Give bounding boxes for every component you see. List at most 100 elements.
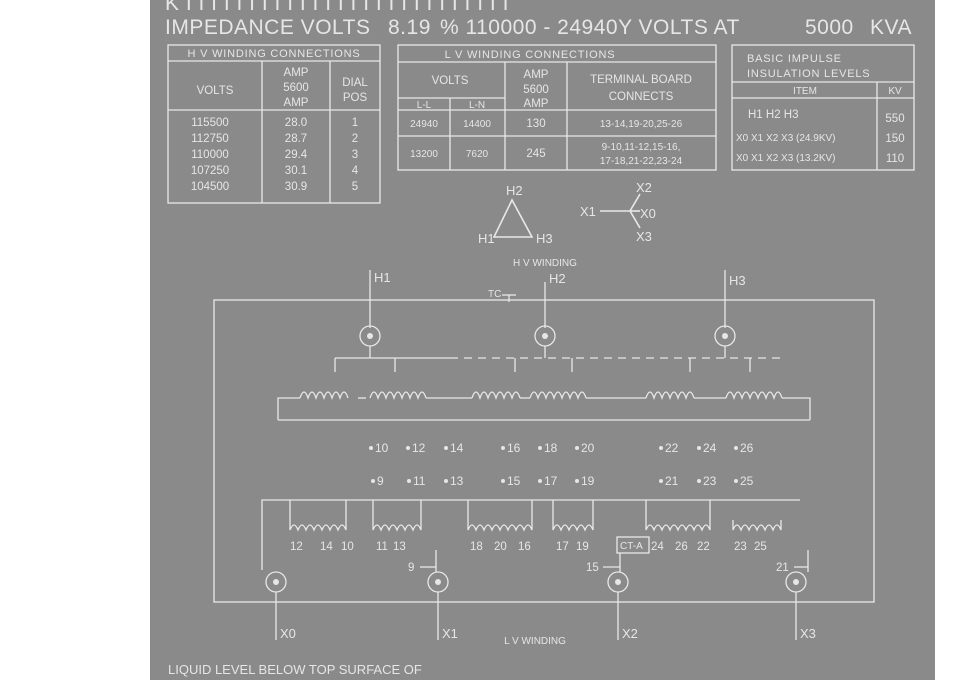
header-impedance-label: IMPEDANCE VOLTS [165,16,370,39]
lv-row-connects: 9-10,11-12,15-16, [602,142,681,153]
terminal-21: 21 [665,474,679,488]
terminal-13: 13 [450,474,464,488]
bil-table: BASIC IMPULSE INSULATION LEVELS ITEM KV … [731,44,915,171]
footer-liquid-level: LIQUID LEVEL BELOW TOP SURFACE OF [168,662,422,677]
terminal-11: 11 [413,474,426,488]
lv-col-ll: L-L [417,100,432,111]
coil-label: 23 [734,541,747,553]
ct-label: CT-A [620,541,643,552]
lv-coils: 12 14 10 11 13 18 20 16 17 19 24 26 22 2… [261,499,800,554]
hv-winding-table: H V WINDING CONNECTIONS VOLTS AMP 5600 A… [167,44,381,204]
coil-label: 20 [494,541,507,553]
terminal-24: 24 [703,441,717,455]
lv-col-amp-2: 5600 [523,84,549,96]
bil-row-kv: 550 [885,113,904,125]
hv-row-amp: 30.1 [285,165,307,177]
lv-winding-table: L V WINDING CONNECTIONS VOLTS L-L L-N AM… [397,44,717,171]
coil-label: 13 [393,541,406,553]
hv-row-volts: 104500 [191,181,229,193]
hv-row-amp: 29.4 [285,149,308,161]
coil-label: 16 [518,541,531,553]
vector-x0: X0 [640,206,656,221]
terminal-17: 17 [544,474,558,488]
terminal-22: 22 [665,441,679,455]
lv-row-connects: 17-18,21-22,23-24 [600,156,683,167]
lead-label-21: 21 [776,562,789,574]
header-impedance-value: 8.19 [388,16,431,39]
hv-row-pos: 3 [352,149,358,161]
hv-row-volts: 107250 [191,165,229,177]
terminal-board: 10 12 14 16 18 20 22 24 26 9 11 13 15 17… [369,441,754,488]
bil-title-2: INSULATION LEVELS [747,68,870,80]
bushing-x1: X1 [442,626,458,641]
lv-row-ln: 7620 [466,149,489,160]
hv-col-dial-2: POS [343,92,368,104]
coil-label: 18 [470,541,483,553]
bushing-x3: X3 [800,626,816,641]
lv-row-amp: 130 [526,118,545,130]
tap-changer-label: TC [488,289,501,300]
bil-row-item: X0 X1 X2 X3 (13.2KV) [736,153,836,164]
hv-bushings: H1 H2 H3 [359,270,746,347]
hv-col-dial-1: DIAL [342,77,368,89]
hv-col-amp-3: AMP [284,97,309,109]
bil-row-item: H1 H2 H3 [748,109,799,121]
bil-col-kv: KV [888,86,902,97]
lv-col-volts: VOLTS [432,75,469,87]
hv-tap-bus [334,346,780,372]
header-kva-unit: KVA [870,16,912,39]
coil-label: 11 [376,541,388,553]
hv-row-volts: 110000 [191,149,229,161]
lv-row-ll: 13200 [410,149,438,160]
hv-coils [277,391,811,421]
vector-x1: X1 [580,204,596,219]
lv-row-amp: 245 [526,148,545,160]
header-line1: K I I I I I I I I I I I I I I I I I I I … [165,0,509,15]
lv-row-connects: 13-14,19-20,25-26 [600,119,683,130]
bil-row-kv: 150 [885,133,904,145]
coil-label: 12 [290,541,303,553]
bushing-h2: H2 [549,271,566,286]
terminal-16: 16 [507,441,521,455]
terminal-14: 14 [450,441,464,455]
bil-col-item: ITEM [793,86,817,97]
terminal-20: 20 [581,441,595,455]
vector-x2: X2 [636,180,652,195]
terminal-23: 23 [703,474,717,488]
lv-bushings: X0 9 X1 15 X2 21 X3 [261,550,816,641]
hv-row-pos: 4 [352,165,359,177]
vector-h2: H2 [506,183,523,198]
hv-col-volts: VOLTS [197,85,234,97]
terminal-25: 25 [740,474,754,488]
coil-label: 14 [320,541,333,553]
bushing-x0: X0 [280,626,296,641]
hv-row-volts: 112750 [191,133,229,145]
bil-title-1: BASIC IMPULSE [747,53,842,65]
lv-col-term-2: CONNECTS [609,91,674,103]
lv-winding-caption: L V WINDING [504,636,566,647]
hv-col-amp-1: AMP [284,67,309,79]
current-transformer [616,536,650,554]
hv-row-pos: 2 [352,133,358,145]
lead-label-9: 9 [408,562,414,574]
lv-col-amp-1: AMP [524,69,549,81]
hv-row-pos: 5 [352,181,358,193]
terminal-12: 12 [412,441,426,455]
coil-label: 22 [697,541,710,553]
hv-row-amp: 28.0 [285,117,307,129]
coil-label: 25 [754,541,767,553]
terminal-19: 19 [581,474,595,488]
lead-label-15: 15 [586,562,599,574]
vector-h1: H1 [478,231,495,246]
hv-delta-vector: H2 H1 H3 [478,183,553,246]
coil-label: 10 [341,541,354,553]
terminal-10: 10 [375,441,389,455]
lv-row-ll: 24940 [410,119,438,130]
hv-col-amp-2: 5600 [283,82,309,94]
hv-table-title: H V WINDING CONNECTIONS [187,48,360,60]
lv-col-ln: L-N [469,100,485,111]
hv-row-pos: 1 [352,117,358,129]
lv-col-term-1: TERMINAL BOARD [590,74,692,86]
tank-outline [213,299,875,603]
